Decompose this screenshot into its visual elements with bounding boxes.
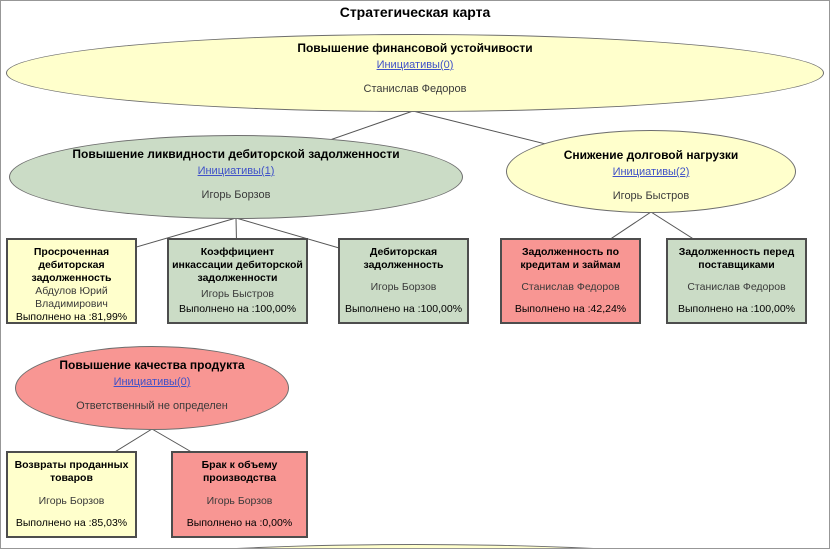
- goal-owner: Станислав Федоров: [363, 83, 467, 95]
- goal-title: Повышение качества продукта: [59, 358, 245, 372]
- indicator-node-overdue-receivables[interactable]: Просроченная дебиторская задолженность А…: [6, 238, 137, 324]
- indicator-node-defect-rate[interactable]: Брак к объему производства Игорь Борзов …: [171, 451, 308, 538]
- indicator-node-collection-ratio[interactable]: Коэффициент инкассации дебиторской задол…: [167, 238, 308, 324]
- indicator-progress: Выполнено на :100,00%: [178, 303, 297, 315]
- initiatives-link[interactable]: Инициативы(2): [612, 166, 690, 178]
- initiatives-link[interactable]: Инициативы(0): [113, 376, 191, 388]
- goal-owner: Игорь Быстров: [612, 190, 690, 202]
- indicator-owner: Станислав Федоров: [687, 281, 786, 293]
- goal-node-financial-stability[interactable]: Повышение финансовой устойчивости Инициа…: [6, 34, 824, 112]
- goal-owner: Игорь Борзов: [201, 189, 271, 201]
- indicator-node-receivables[interactable]: Дебиторская задолженность Игорь Борзов В…: [338, 238, 469, 324]
- goal-title: Повышение финансовой устойчивости: [297, 41, 533, 55]
- indicator-title: Просроченная дебиторская задолженность: [31, 246, 112, 284]
- indicator-owner: Станислав Федоров: [521, 281, 620, 293]
- goal-node-debt-load[interactable]: Снижение долговой нагрузки Инициативы(2)…: [506, 130, 796, 213]
- indicator-progress: Выполнено на :81,99%: [15, 311, 128, 323]
- indicator-title: Дебиторская задолженность: [363, 246, 444, 271]
- indicator-progress: Выполнено на :85,03%: [15, 517, 128, 529]
- indicator-title: Возвраты проданных товаров: [14, 459, 129, 484]
- indicator-title: Коэффициент инкассации дебиторской задол…: [172, 246, 303, 284]
- goal-node-receivables-liquidity[interactable]: Повышение ликвидности дебиторской задолж…: [9, 135, 463, 219]
- indicator-owner: Игорь Быстров: [201, 287, 274, 300]
- goal-owner: Ответственный не определен: [76, 400, 228, 412]
- goal-title: Повышение ликвидности дебиторской задолж…: [72, 147, 400, 161]
- indicator-progress: Выполнено на :100,00%: [344, 303, 463, 315]
- indicator-node-loan-debt[interactable]: Задолженность по кредитам и займам Стани…: [500, 238, 641, 324]
- indicator-title: Задолженность по кредитам и займам: [520, 246, 621, 271]
- indicator-owner: Игорь Борзов: [206, 494, 273, 507]
- indicator-owner: Абдулов Юрий Владимирович: [35, 285, 108, 310]
- initiatives-link[interactable]: Инициативы(1): [197, 165, 275, 177]
- indicator-progress: Выполнено на :100,00%: [677, 303, 796, 315]
- page-title: Стратегическая карта: [339, 4, 491, 20]
- indicator-owner: Игорь Борзов: [370, 281, 437, 293]
- goal-node-product-quality[interactable]: Повышение качества продукта Инициативы(0…: [15, 346, 289, 430]
- indicator-title: Брак к объему производства: [201, 459, 278, 484]
- indicator-node-returns[interactable]: Возвраты проданных товаров Игорь Борзов …: [6, 451, 137, 538]
- initiatives-link[interactable]: Инициативы(0): [376, 59, 454, 71]
- goal-title: Снижение долговой нагрузки: [563, 148, 739, 162]
- indicator-node-supplier-debt[interactable]: Задолженность перед поставщиками Станисл…: [666, 238, 807, 324]
- indicator-progress: Выполнено на :0,00%: [186, 517, 293, 529]
- indicator-progress: Выполнено на :42,24%: [514, 303, 627, 315]
- indicator-title: Задолженность перед поставщиками: [678, 246, 795, 271]
- indicator-owner: Игорь Борзов: [38, 494, 105, 507]
